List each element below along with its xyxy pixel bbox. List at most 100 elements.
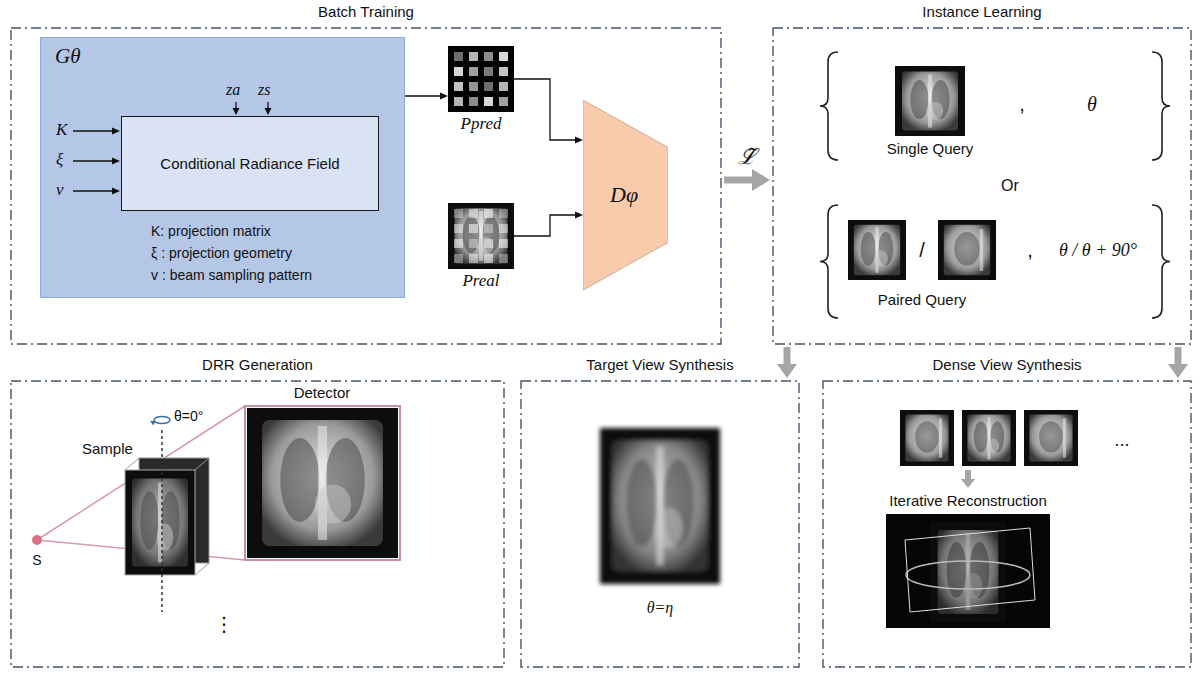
patch [469, 52, 478, 61]
projection-image: Ppred [448, 46, 514, 134]
patch [484, 82, 493, 91]
patch [499, 224, 508, 233]
dash-dot-border [521, 381, 799, 667]
connector-line [724, 177, 753, 184]
body-shadow [967, 414, 1010, 461]
continuation-dots: ⋮ [214, 612, 234, 636]
lung-shadow [910, 80, 928, 119]
generator-box: Conditional Radiance FieldGθK: projectio… [40, 37, 405, 298]
image-ground [1024, 410, 1078, 466]
legend-note: K: projection matrix [151, 223, 271, 240]
connector [514, 212, 583, 237]
arrow-head [961, 479, 975, 488]
patch [484, 224, 493, 233]
body-shadow [902, 72, 958, 131]
spine-shadow [928, 74, 932, 127]
spine-shadow [980, 229, 983, 271]
arrow-head [233, 108, 240, 115]
panel-title: DRR Generation [202, 356, 313, 374]
patch [469, 82, 478, 91]
query-caption: Paired Query [878, 291, 966, 309]
patch [499, 97, 508, 106]
heart-shadow [478, 237, 494, 254]
trapezoid [583, 100, 668, 290]
heart-shadow [986, 439, 999, 454]
connector-head [777, 364, 797, 378]
patch [499, 52, 508, 61]
image-ground [125, 470, 195, 575]
connector-head [1168, 364, 1188, 378]
panel-frame: Conditional Radiance FieldGθK: projectio… [10, 27, 722, 345]
arrow-line [965, 470, 971, 480]
patch [499, 67, 508, 76]
patch [454, 52, 463, 61]
source-name: S [32, 552, 41, 569]
spine-shadow [318, 426, 327, 540]
image-ground [448, 46, 514, 112]
patch [499, 82, 508, 91]
choice-note: Or [1001, 176, 1019, 195]
latent-symbol: za [226, 80, 240, 99]
part-name: Detector [294, 384, 351, 402]
image-caption: Ppred [461, 114, 502, 134]
body-shadow [938, 530, 999, 614]
patch [454, 97, 463, 106]
module-symbol: Dφ [610, 182, 638, 208]
panel-outline [10, 380, 505, 668]
patch [484, 254, 493, 263]
xray-image [125, 470, 195, 575]
patch [484, 97, 493, 106]
connector-head [575, 212, 583, 219]
part-name: Sample [82, 440, 133, 458]
spine-shadow [875, 227, 878, 273]
arrow-head [112, 188, 120, 195]
radiance-field-box: Conditional Radiance Field [121, 116, 379, 211]
label-layer: KξvzazsSingle Query,θOr/,θ / θ + 90°Pair… [0, 0, 1, 1]
heart-shadow [654, 508, 683, 549]
connector-line [514, 79, 576, 140]
heart-shadow [927, 102, 944, 120]
slice-outline [906, 561, 1030, 589]
lung-shadow [463, 216, 480, 253]
connector-head [440, 93, 448, 100]
projection-image: Preal [448, 203, 514, 291]
patch [454, 82, 463, 91]
panel-frame: Dense View Synthesis [822, 380, 1192, 668]
body-shadow [612, 440, 708, 571]
lung-shadow [482, 216, 499, 253]
rotation-axis [161, 430, 163, 612]
heart-shadow [874, 251, 888, 267]
patch [469, 97, 478, 106]
separator: , [1027, 238, 1033, 262]
arrow-line [73, 160, 113, 161]
rotation-arrow [150, 421, 156, 425]
panel-outline [520, 380, 800, 668]
connector-line [1175, 347, 1182, 365]
box-label: Conditional Radiance Field [160, 155, 339, 173]
arrow-head [112, 158, 120, 165]
spine-shadow [656, 447, 663, 566]
body-shadow [1029, 414, 1072, 461]
patch [469, 209, 478, 218]
patch [469, 254, 478, 263]
slice-outline [905, 528, 1035, 612]
patch [454, 224, 463, 233]
patch [484, 239, 493, 248]
illustration [32, 52, 1170, 628]
spine-shadow [1063, 418, 1066, 457]
patch [484, 209, 493, 218]
continuation-dots: ... [1114, 430, 1129, 452]
xray-image [600, 428, 720, 584]
xray-image [938, 220, 996, 280]
arrow-head [112, 128, 120, 135]
body-shadow [905, 414, 948, 461]
patch [499, 254, 508, 263]
patch [454, 67, 463, 76]
legend-note: v : beam sampling pattern [151, 267, 312, 284]
heart-shadow [964, 573, 982, 599]
input-symbol: ξ [56, 150, 63, 170]
image-ground [448, 203, 514, 269]
x-ray-source [32, 535, 42, 545]
lung-shadow [140, 491, 158, 550]
panel-title: Instance Learning [922, 3, 1041, 21]
